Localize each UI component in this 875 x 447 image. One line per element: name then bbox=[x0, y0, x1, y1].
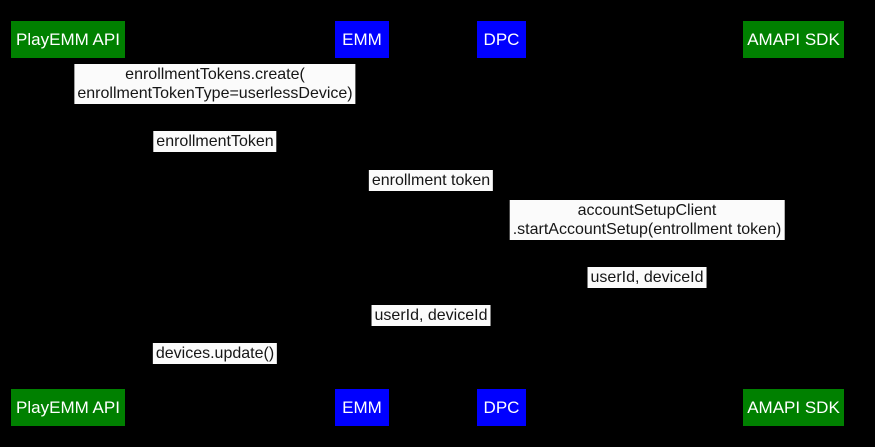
message-enrollment-token: enrollment token bbox=[368, 170, 494, 191]
actor-amapi-sdk-top: AMAPI SDK bbox=[743, 21, 844, 58]
actor-label: EMM bbox=[342, 397, 382, 417]
actor-label: AMAPI SDK bbox=[747, 29, 840, 49]
actor-label: PlayEMM API bbox=[16, 29, 120, 49]
actor-label: AMAPI SDK bbox=[747, 397, 840, 417]
message-line: enrollment token bbox=[371, 172, 491, 189]
actor-label: PlayEMM API bbox=[16, 397, 120, 417]
actor-amapi-sdk-bottom: AMAPI SDK bbox=[743, 389, 844, 426]
message-line: userId, deviceId bbox=[590, 269, 704, 286]
actor-playemm-api-bottom: PlayEMM API bbox=[11, 389, 125, 426]
message-devices-update: devices.update() bbox=[152, 343, 278, 364]
actor-playemm-api-top: PlayEMM API bbox=[11, 21, 125, 58]
message-userid-deviceid-return: userId, deviceId bbox=[587, 267, 707, 288]
message-enrollment-tokens-create: enrollmentTokens.create( enrollmentToken… bbox=[74, 64, 356, 104]
message-line: accountSetupClient bbox=[577, 202, 717, 219]
message-line: .startAccountSetup(entrollment token) bbox=[512, 221, 782, 238]
actor-label: DPC bbox=[483, 29, 520, 49]
actor-label: DPC bbox=[483, 397, 520, 417]
actor-dpc-bottom: DPC bbox=[477, 389, 526, 426]
actor-dpc-top: DPC bbox=[477, 21, 526, 58]
message-enrollment-token-return: enrollmentToken bbox=[153, 131, 277, 152]
actor-emm-bottom: EMM bbox=[335, 389, 389, 426]
actor-label: EMM bbox=[342, 29, 382, 49]
message-line: enrollmentToken bbox=[156, 133, 274, 150]
message-line: enrollmentTokens.create( bbox=[125, 66, 305, 83]
actor-emm-top: EMM bbox=[335, 21, 389, 58]
message-userid-deviceid: userId, deviceId bbox=[371, 305, 491, 326]
message-line: devices.update() bbox=[155, 345, 275, 362]
message-line: enrollmentTokenType=userlessDevice) bbox=[77, 85, 353, 102]
message-line: userId, deviceId bbox=[374, 307, 488, 324]
message-start-account-setup: accountSetupClient .startAccountSetup(en… bbox=[509, 200, 785, 240]
